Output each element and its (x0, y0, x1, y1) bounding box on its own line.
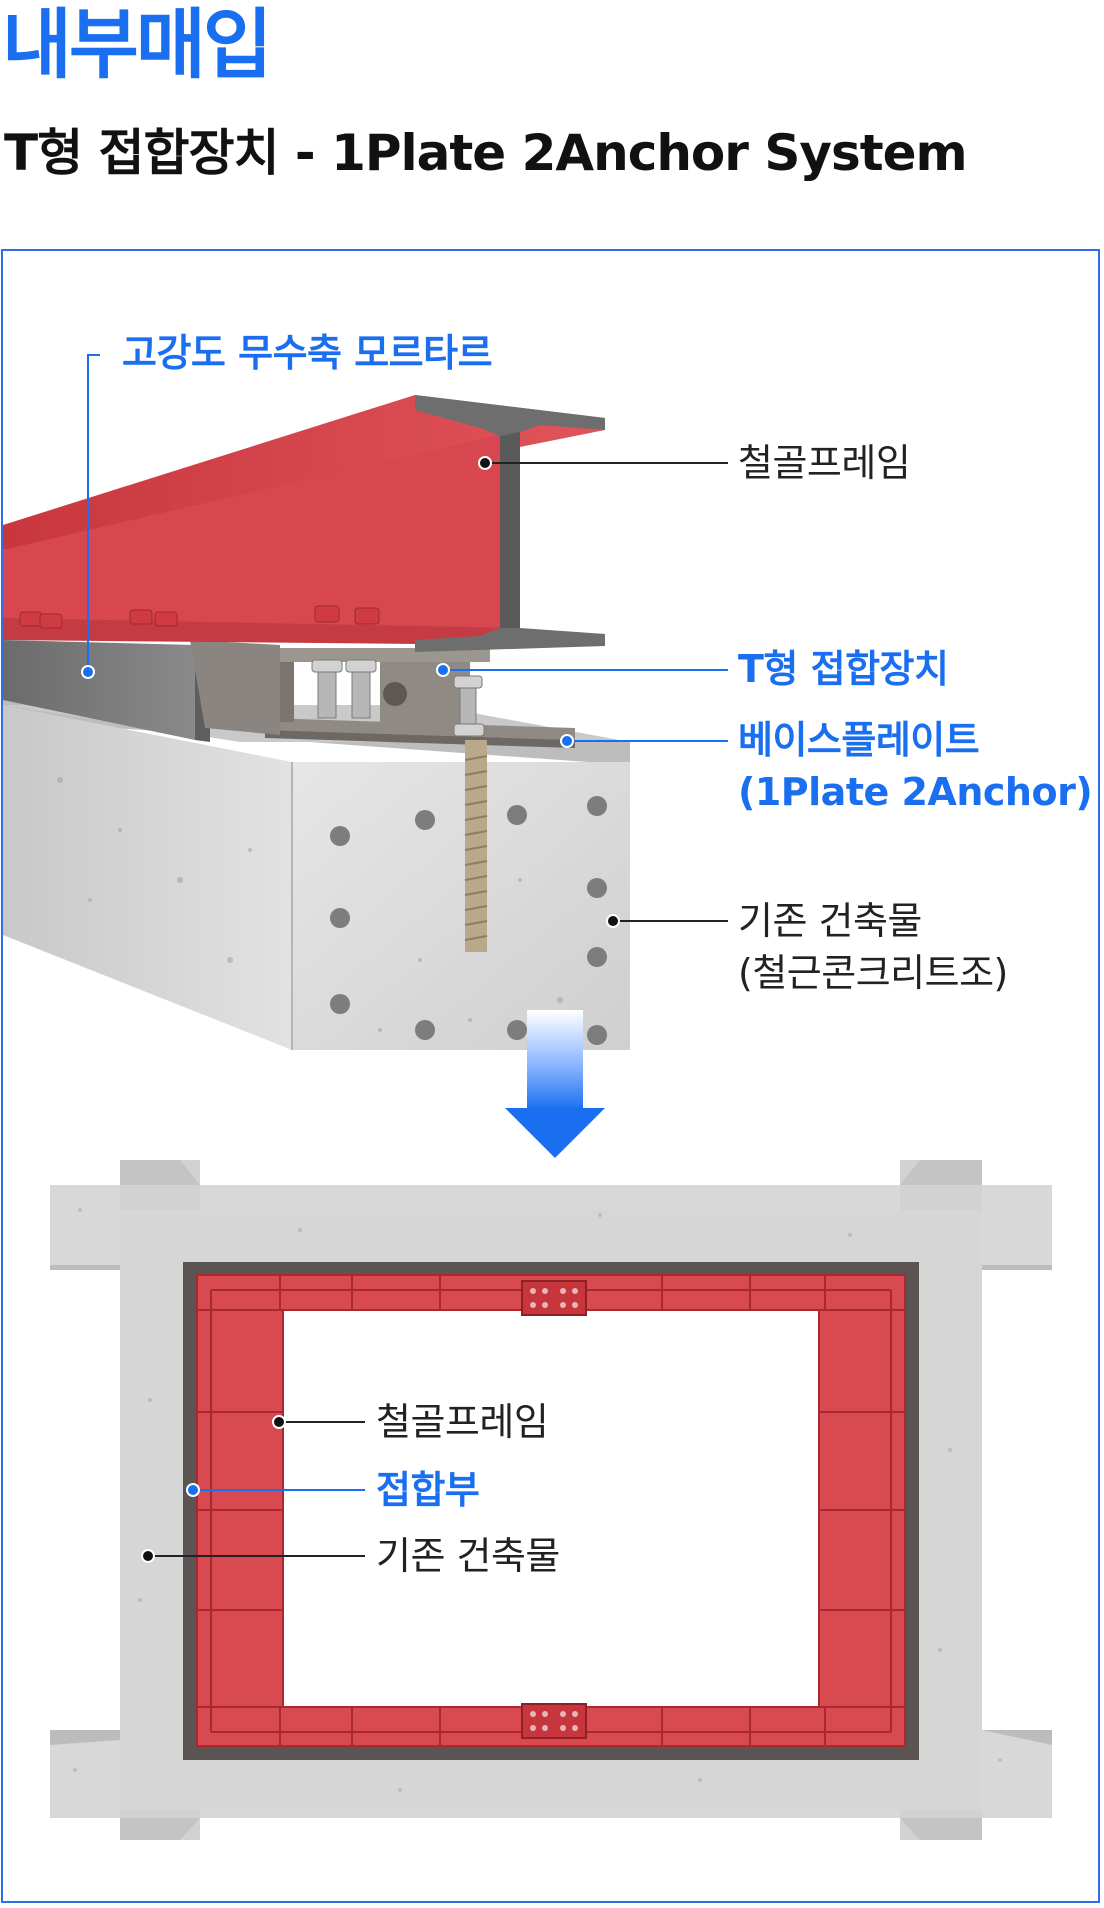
label-mortar: 고강도 무수축 모르타르 (122, 328, 492, 378)
steel-h-beam (3, 395, 605, 652)
splice-plate-top (522, 1281, 586, 1315)
label-plan-joint: 접합부 (376, 1465, 479, 1515)
label-existing-building: 기존 건축물 (738, 896, 922, 946)
label-existing-structure: (철근콘크리트조) (738, 948, 1008, 998)
label-t-joint: T형 접합장치 (738, 644, 948, 694)
label-steel-frame: 철골프레임 (738, 438, 910, 488)
label-plan-steel-frame: 철골프레임 (376, 1397, 548, 1447)
steel-frame-ring (197, 1275, 905, 1746)
label-base-plate: 베이스플레이트 (738, 715, 979, 765)
label-base-plate-spec: (1Plate 2Anchor) (738, 767, 1092, 817)
label-plan-existing: 기존 건축물 (376, 1531, 560, 1581)
splice-plate-bottom (522, 1704, 586, 1738)
existing-concrete-beam (3, 700, 630, 1050)
